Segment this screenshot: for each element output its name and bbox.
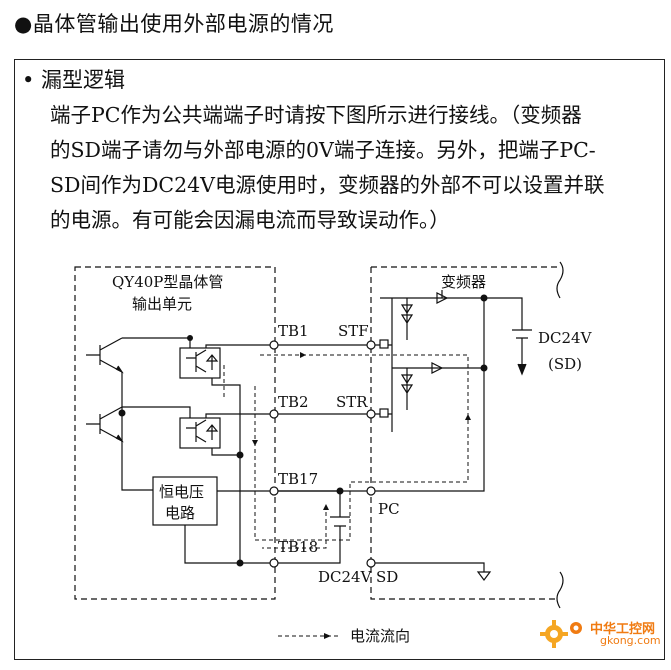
break-mark-bottom — [556, 571, 564, 609]
watermark-name: 中华工控网 — [590, 622, 656, 637]
external-supply-label: DC24V — [318, 568, 373, 586]
inverter-label: 变频器 — [441, 273, 486, 291]
section-heading: ●晶体管输出使用外部电源的情况 — [14, 12, 334, 36]
paragraph-line-3: SD间作为DC24V电源使用时，变频器的外部不可以设置并联 — [50, 173, 605, 197]
terminal-tb18: TB18 — [278, 538, 318, 556]
regulator-label-line1: 恒电压 — [159, 483, 204, 501]
small-gear-icon — [570, 622, 582, 634]
paragraph-line-2: 的SD端子请勿与外部电源的0V端子连接。另外，把端子PC- — [50, 138, 596, 162]
terminal-pc: PC — [378, 500, 400, 518]
terminal-tb1: TB1 — [278, 322, 309, 340]
output-transistor-1 — [86, 337, 123, 373]
photocoupler-1 — [179, 347, 221, 379]
photocoupler-2 — [179, 417, 221, 449]
current-flow-path — [254, 354, 469, 541]
watermark-url: gkong.com — [600, 634, 661, 647]
terminal-str: STR — [336, 393, 368, 411]
inverter-boundary — [370, 266, 558, 600]
paragraph-line-1: 端子PC作为公共端端子时请按下图所示进行接线。（变频器 — [50, 103, 582, 127]
module-label-line1: QY40P型晶体管 — [112, 273, 223, 291]
internal-supply-label: DC24V — [538, 329, 593, 347]
internal-supply-sd-label: (SD) — [548, 355, 582, 373]
content-frame — [14, 59, 665, 660]
break-mark-top — [556, 261, 564, 299]
paragraph-line-4: 的电源。有可能会因漏电流而导致误动作。） — [50, 208, 450, 232]
sink-logic-heading: • 漏型逻辑 — [22, 68, 126, 92]
module-label-line2: 输出单元 — [132, 295, 192, 313]
terminal-tb17: TB17 — [278, 470, 318, 488]
gear-icon — [540, 620, 568, 648]
terminal-sd: SD — [376, 568, 398, 586]
module-boundary — [74, 266, 276, 600]
regulator-label-line2: 电路 — [165, 504, 195, 522]
legend-label: 电流流向 — [350, 627, 410, 645]
terminal-tb2: TB2 — [278, 393, 309, 411]
legend: 电流流向 — [278, 627, 410, 645]
output-transistor-2 — [86, 406, 123, 442]
terminal-stf: STF — [338, 322, 369, 340]
watermark-logo — [540, 620, 582, 648]
external-dc24v-battery — [274, 491, 350, 564]
instruction-paragraph: 端子PC作为公共端端子时请按下图所示进行接线。（变频器 的SD端子请勿与外部电源… — [50, 98, 662, 238]
